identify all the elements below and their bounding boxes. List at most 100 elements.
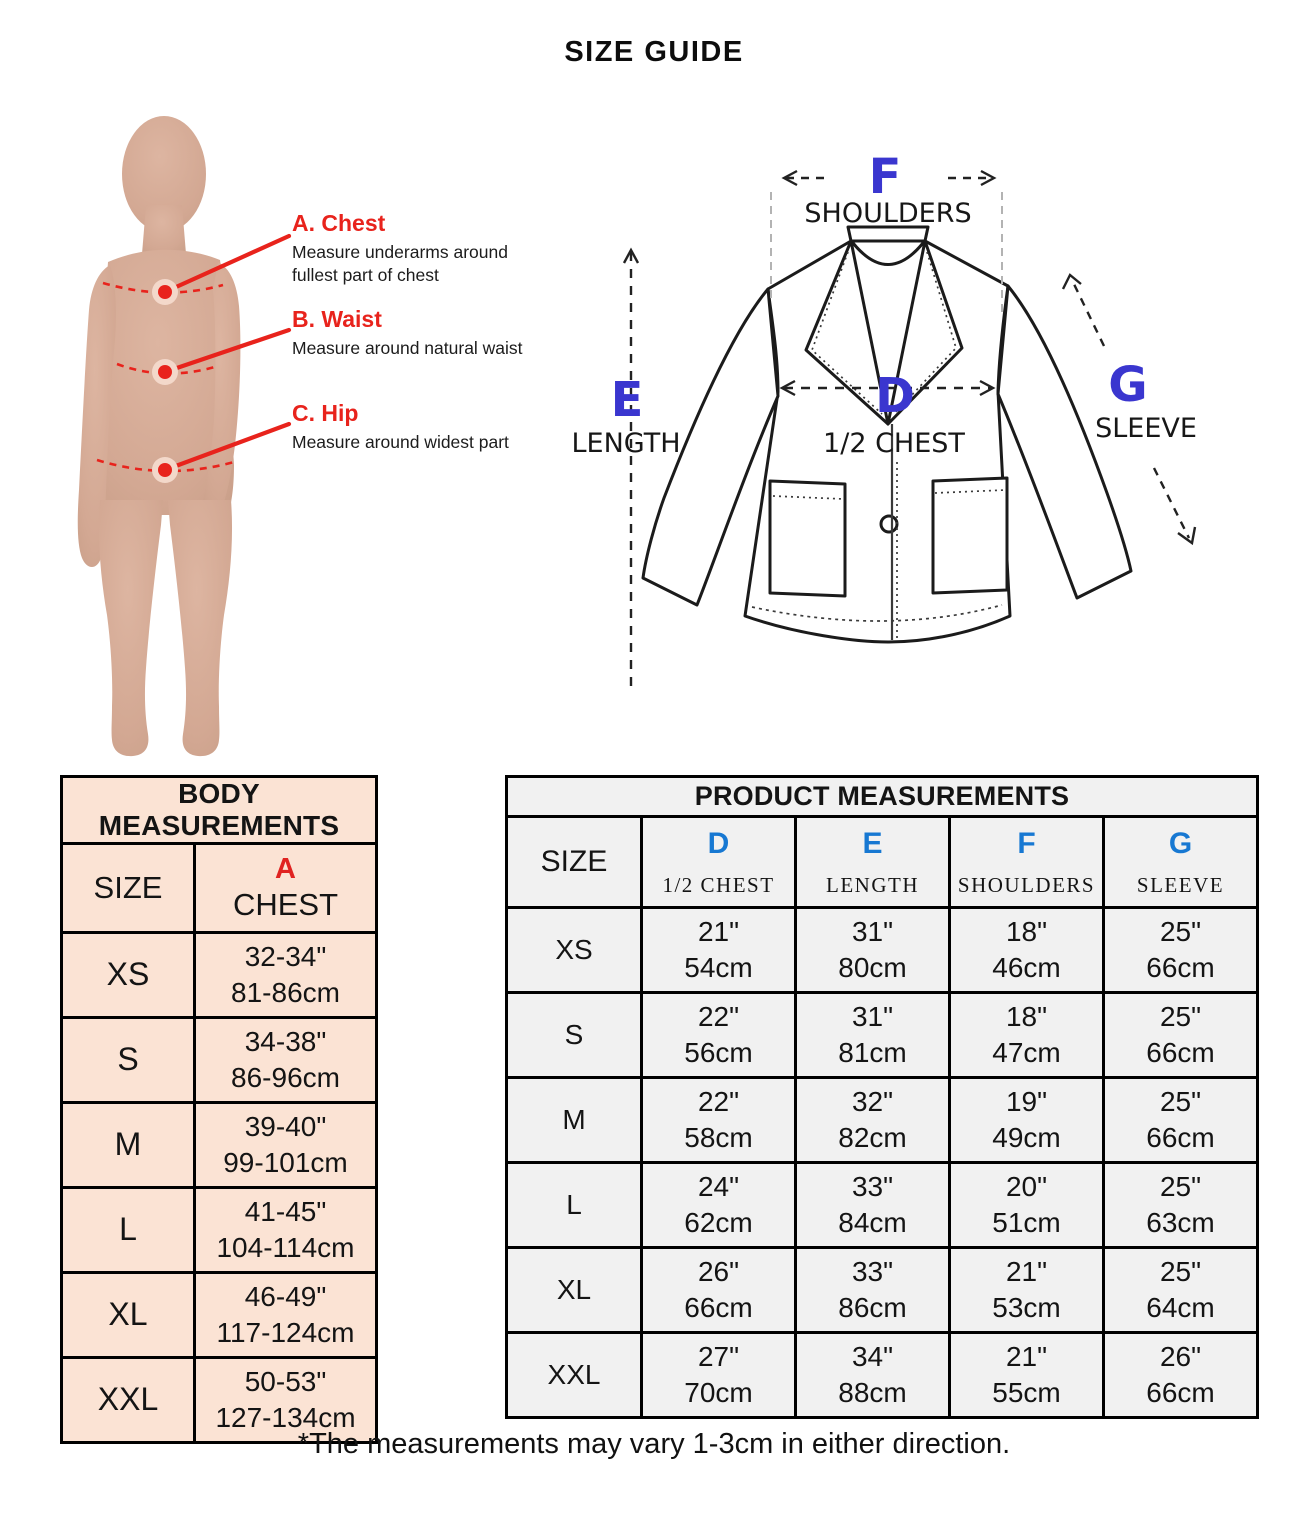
body-figure-illustration	[77, 116, 292, 757]
measurement-cell: 18"47cm	[948, 991, 1105, 1079]
jacket-stitching	[751, 251, 1006, 640]
measurement-cell: 24"62cm	[640, 1161, 797, 1249]
measurement-cell: 25"66cm	[1101, 906, 1260, 994]
body-table-size-header: SIZE	[60, 842, 196, 934]
measurement-cell: 25"64cm	[1101, 1246, 1260, 1334]
shoulder-guide-lines	[770, 192, 1003, 312]
hip-point-dot	[158, 463, 172, 477]
measure-point-dots	[152, 279, 178, 483]
measurement-cell: 19"49cm	[948, 1076, 1105, 1164]
col-header-f: F SHOULDERS	[948, 815, 1105, 909]
page-title: SIZE GUIDE	[564, 36, 744, 68]
chest-point-dot	[158, 285, 172, 299]
measurement-cell: 27"70cm	[640, 1331, 797, 1419]
jacket-letter-f: F	[869, 149, 902, 205]
measurement-cell: 21"55cm	[948, 1331, 1105, 1419]
size-cell: L	[505, 1161, 643, 1249]
size-cell: XXL	[505, 1331, 643, 1419]
measurement-cell: 21"54cm	[640, 906, 797, 994]
annotation-waist-desc: Measure around natural waist	[292, 338, 523, 358]
human-silhouette	[77, 116, 241, 757]
chest-range-cell: 34-38"86-96cm	[193, 1016, 378, 1104]
chest-range-cell: 50-53"127-134cm	[193, 1356, 378, 1444]
annotation-chest: A. Chest Measure underarms around fulles…	[292, 210, 592, 287]
annotation-hip-desc: Measure around widest part	[292, 432, 509, 452]
footnote: *The measurements may vary 1-3cm in eith…	[297, 1428, 1011, 1460]
size-cell: M	[60, 1101, 196, 1189]
product-measurements-table: PRODUCT MEASUREMENTS SIZE D 1/2 CHEST E …	[504, 775, 1260, 1419]
jacket-label-sleeve: SLEEVE	[1095, 413, 1197, 444]
chest-range-cell: 39-40"99-101cm	[193, 1101, 378, 1189]
size-cell: L	[60, 1186, 196, 1274]
size-cell: M	[505, 1076, 643, 1164]
measurement-cell: 18"46cm	[948, 906, 1105, 994]
jacket-label-half-chest: 1/2 CHEST	[823, 428, 965, 459]
jacket-letter-e: E	[611, 372, 644, 428]
waist-point-dot	[158, 365, 172, 379]
chest-range-cell: 32-34"81-86cm	[193, 931, 378, 1019]
sleeve-arrow-upper	[1070, 279, 1106, 347]
size-cell: S	[60, 1016, 196, 1104]
col-header-g: G SLEEVE	[1101, 815, 1260, 909]
jacket-outline	[641, 225, 1133, 644]
measurement-cell: 32"82cm	[794, 1076, 951, 1164]
body-table-title: BODY MEASUREMENTS	[60, 775, 378, 845]
annotation-hip-label: C. Hip	[292, 400, 359, 426]
measurement-cell: 33"86cm	[794, 1246, 951, 1334]
jacket-label-length: LENGTH	[571, 428, 680, 459]
jacket-diagram: F SHOULDERS E LENGTH D 1/2 CHEST G SLEEV…	[571, 149, 1197, 690]
measurement-arrows	[622, 169, 1197, 690]
letter-a: A	[275, 853, 296, 886]
col-header-e: E LENGTH	[794, 815, 951, 909]
jacket-letter-d: D	[875, 368, 915, 424]
product-table-title: PRODUCT MEASUREMENTS	[504, 775, 1260, 818]
product-table-size-header: SIZE	[505, 815, 643, 909]
annotation-chest-desc: Measure underarms around fullest part of…	[292, 242, 508, 286]
measurement-cell: 31"81cm	[794, 991, 951, 1079]
size-cell: XXL	[60, 1356, 196, 1444]
measurement-cell: 33"84cm	[794, 1161, 951, 1249]
size-cell: XL	[505, 1246, 643, 1334]
size-cell: XL	[60, 1271, 196, 1359]
size-cell: XS	[60, 931, 196, 1019]
body-table-chest-header: A CHEST	[193, 842, 378, 934]
measurement-cell: 22"58cm	[640, 1076, 797, 1164]
jacket-button	[879, 514, 899, 534]
leader-lines	[162, 233, 292, 473]
measurement-cell: 25"63cm	[1101, 1161, 1260, 1249]
jacket-label-shoulders: SHOULDERS	[804, 198, 971, 229]
measurement-cell: 21"53cm	[948, 1246, 1105, 1334]
measurement-cell: 22"56cm	[640, 991, 797, 1079]
size-cell: S	[505, 991, 643, 1079]
size-cell: XS	[505, 906, 643, 994]
jacket-letter-g: G	[1108, 357, 1147, 413]
col-header-d: D 1/2 CHEST	[640, 815, 797, 909]
measurement-cell: 25"66cm	[1101, 1076, 1260, 1164]
annotation-waist: B. Waist Measure around natural waist	[292, 306, 592, 360]
sleeve-arrow-lower	[1152, 467, 1191, 539]
measurement-cell: 34"88cm	[794, 1331, 951, 1419]
measurement-cell: 25"66cm	[1101, 991, 1260, 1079]
annotation-waist-label: B. Waist	[292, 306, 382, 332]
measurement-cell: 26"66cm	[640, 1246, 797, 1334]
chest-range-cell: 46-49"117-124cm	[193, 1271, 378, 1359]
measurement-cell: 20"51cm	[948, 1161, 1105, 1249]
annotation-hip: C. Hip Measure around widest part	[292, 400, 592, 454]
chest-range-cell: 41-45"104-114cm	[193, 1186, 378, 1274]
measurement-cell: 26"66cm	[1101, 1331, 1260, 1419]
measurement-cell: 31"80cm	[794, 906, 951, 994]
